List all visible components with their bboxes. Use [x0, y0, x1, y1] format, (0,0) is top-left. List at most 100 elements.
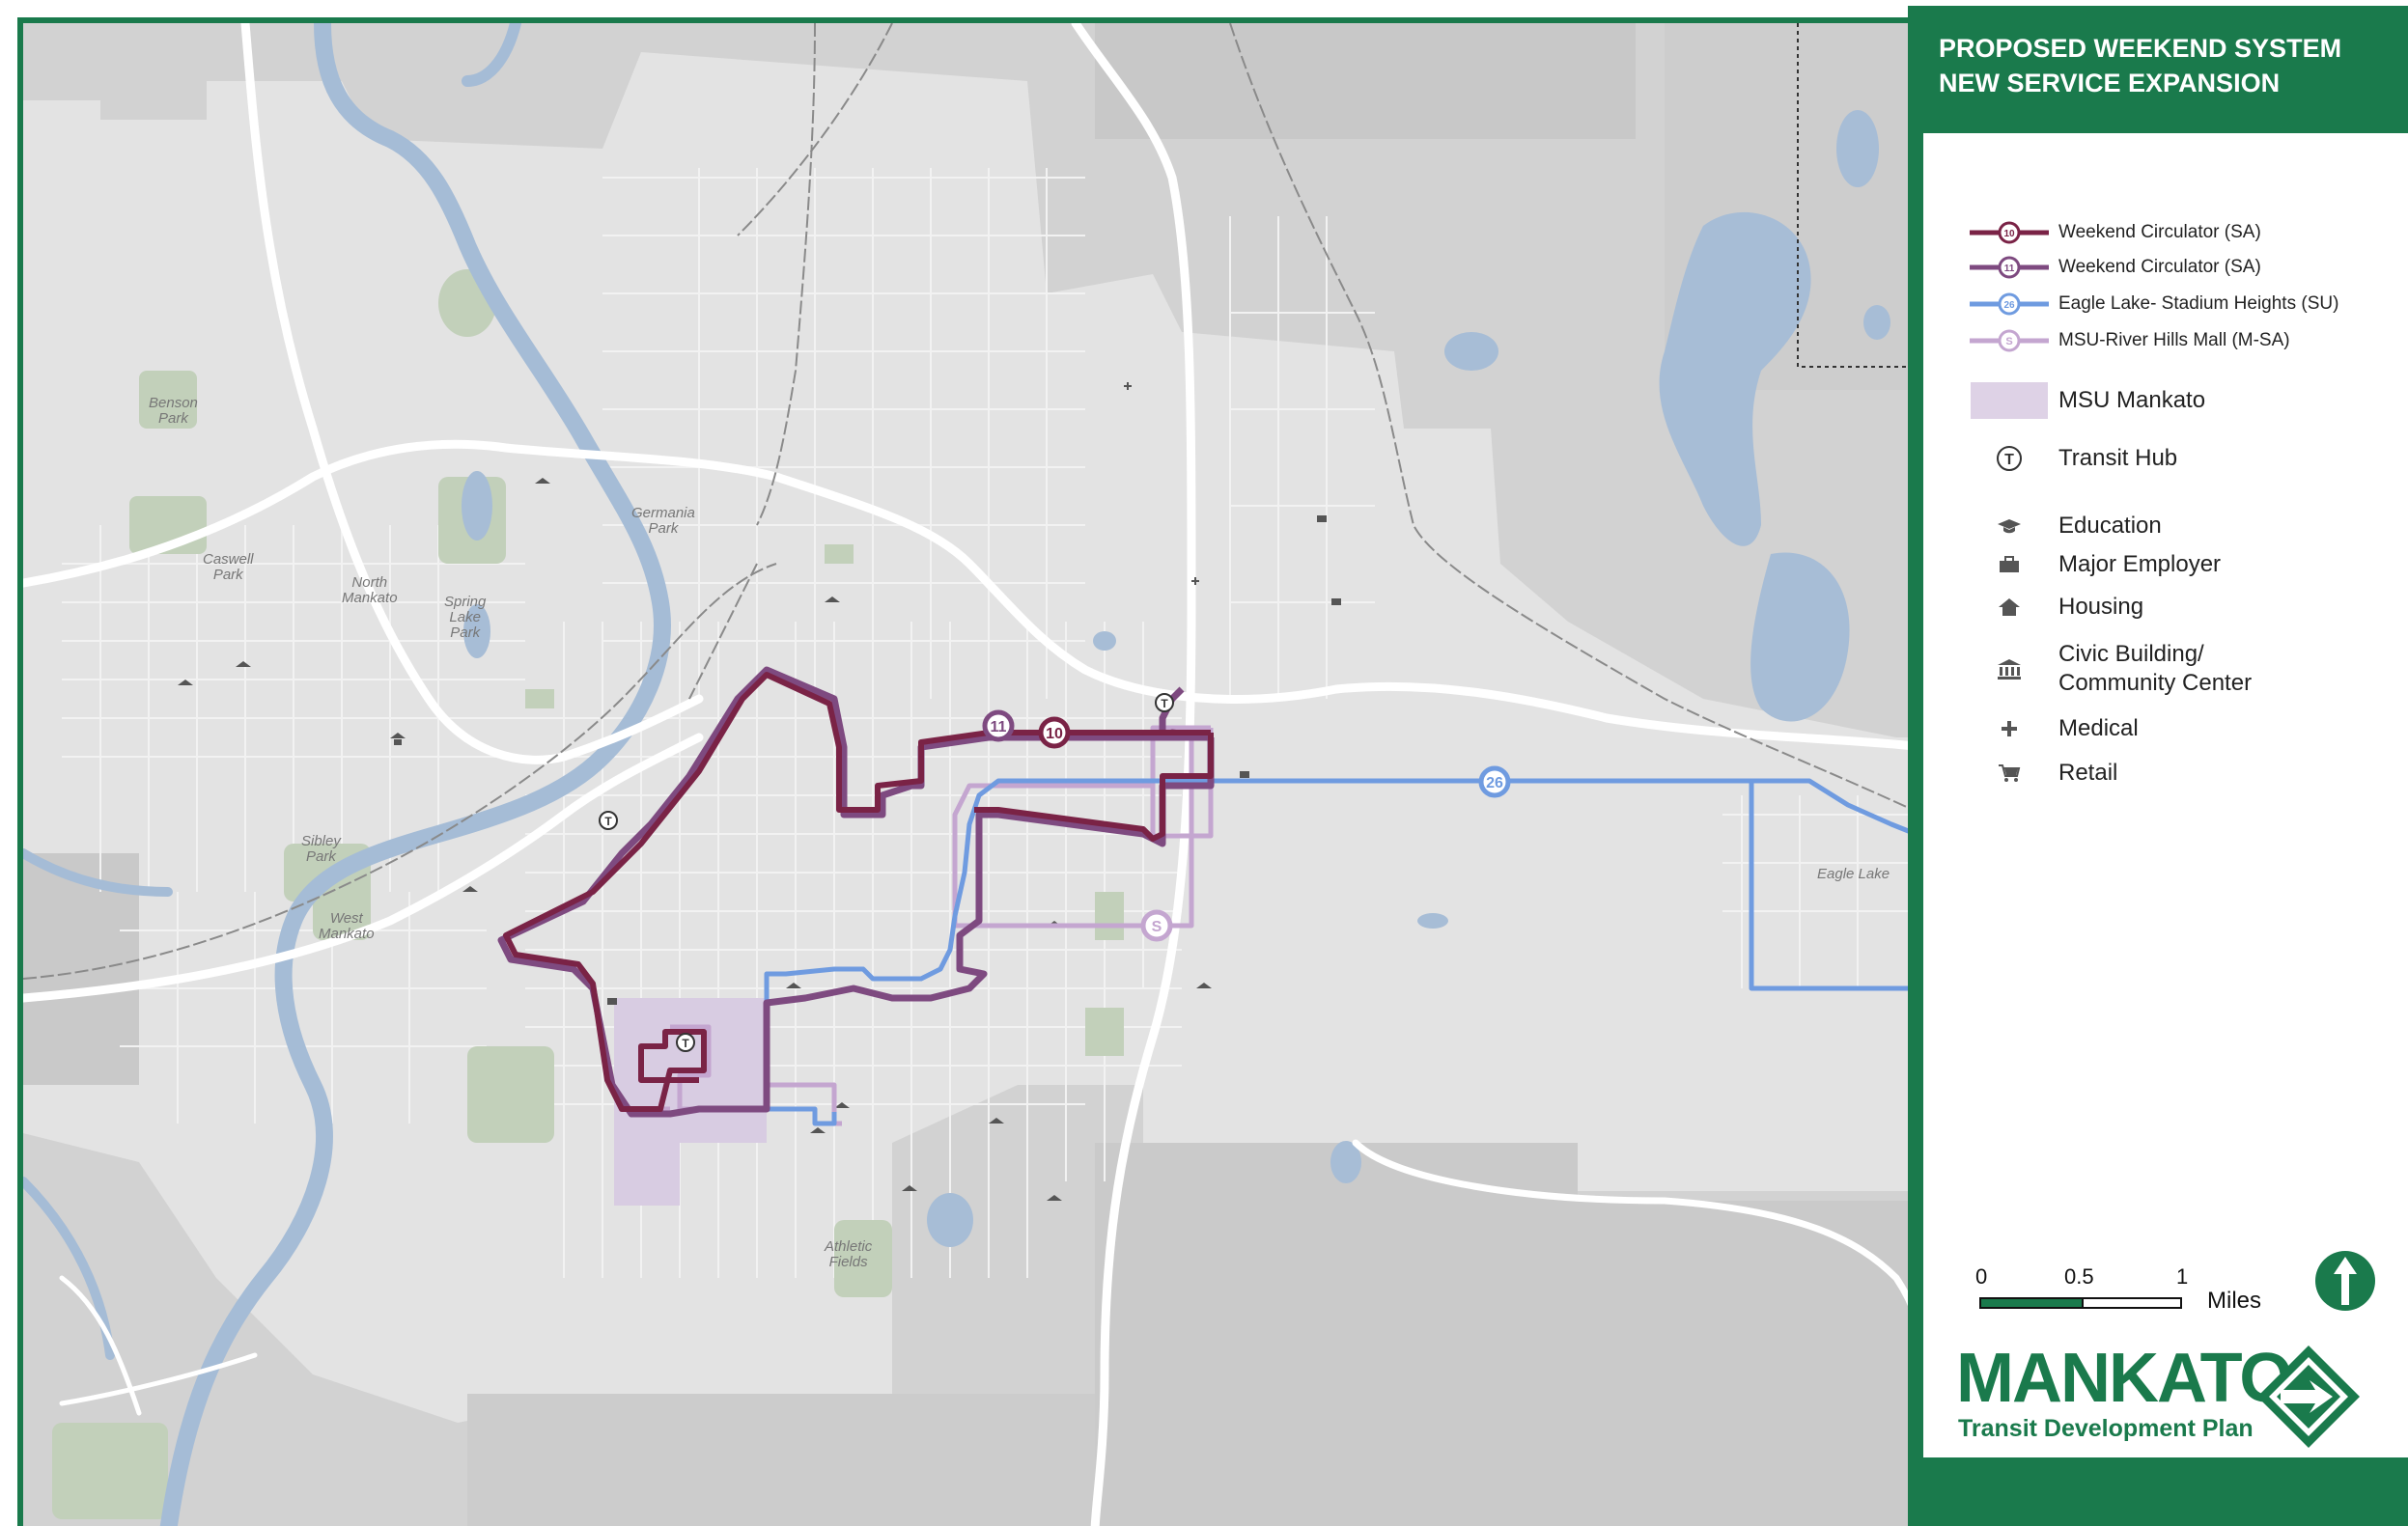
label-athletic-fields: Athletic Fields	[825, 1239, 872, 1270]
label-line: Spring	[444, 594, 487, 610]
transit-hub-text: T	[682, 1037, 689, 1050]
scale-tick-half: 0.5	[2064, 1264, 2094, 1289]
legend-route-26-label: Eagle Lake- Stadium Heights (SU)	[2058, 293, 2339, 314]
map-title: PROPOSED WEEKEND SYSTEM NEW SERVICE EXPA…	[1908, 6, 2408, 133]
transit-hub-icon[interactable]: T	[599, 811, 618, 830]
legend-route-s-label: MSU-River Hills Mall (M-SA)	[2058, 330, 2290, 350]
civic-label-line-2: Community Center	[2058, 670, 2253, 696]
route-11-badge-text: 11	[991, 719, 1007, 735]
highways	[23, 23, 1918, 1526]
route-s-legend-icon: S	[1966, 326, 2053, 355]
route-26-legend-badge: 26	[2003, 300, 2015, 311]
logo-arrow-icon	[2257, 1346, 2360, 1448]
land-block	[1568, 1201, 1918, 1526]
transit-hub-text: T	[1161, 697, 1168, 710]
railroads	[23, 23, 1918, 980]
legend-route-s: S MSU-River Hills Mall (M-SA)	[1966, 326, 2290, 355]
north-arrow-icon	[2313, 1249, 2377, 1313]
panel-border	[1908, 6, 1923, 1526]
mankato-logo: MANKATO Transit Development Plan	[1956, 1342, 2381, 1448]
legend-route-26: 26 Eagle Lake- Stadium Heights (SU)	[1966, 290, 2338, 319]
route-s-badge-text: S	[1152, 919, 1162, 935]
legend-transit-hub-label: Transit Hub	[2058, 445, 2178, 471]
legend-route-11: 11 Weekend Circulator (SA)	[1966, 253, 2261, 282]
transit-hub-legend-badge: T	[2004, 452, 2014, 468]
education-icon	[1966, 512, 2053, 541]
scale-segment-filled	[1979, 1297, 2084, 1309]
scale-tick-0: 0	[1975, 1264, 1988, 1289]
label-line: Germania	[631, 505, 695, 521]
label-line: Park	[648, 520, 679, 537]
label-spring-lake-park: Spring Lake Park	[444, 595, 486, 641]
label-line: Fields	[828, 1254, 868, 1270]
route-11-badge[interactable]: 11	[982, 709, 1015, 742]
label-line: Park	[306, 848, 336, 865]
legend-housing: Housing	[1966, 593, 2143, 622]
land-block	[1095, 23, 1636, 139]
legend-route-10-label: Weekend Circulator (SA)	[2058, 222, 2261, 242]
label-north-mankato: North Mankato	[342, 575, 398, 606]
route-26-badge[interactable]: 26	[1478, 765, 1511, 798]
label-line: Park	[212, 567, 243, 583]
street-grid	[62, 168, 1916, 1278]
label-benson-park: Benson Park	[149, 396, 198, 427]
label-caswell-park: Caswell Park	[203, 552, 254, 583]
legend-medical: Medical	[1966, 714, 2139, 743]
label-line: North	[351, 574, 388, 591]
scale-tick-1: 1	[2176, 1264, 2189, 1289]
transit-hub-icon[interactable]: T	[1155, 693, 1174, 712]
legend-education-label: Education	[2058, 513, 2162, 539]
retail-icon	[1966, 759, 2053, 788]
route-10-legend-badge: 10	[2003, 229, 2015, 239]
legend-transit-hub: T Transit Hub	[1966, 444, 2177, 473]
legend-retail-label: Retail	[2058, 760, 2118, 786]
scale-segment-empty	[2082, 1297, 2182, 1309]
panel-footer-band	[1908, 1457, 2408, 1526]
route-s-badge[interactable]: S	[1140, 909, 1173, 942]
label-line: Eagle Lake	[1817, 866, 1890, 882]
label-line: Park	[450, 624, 481, 641]
label-line: Caswell	[203, 551, 254, 568]
route-s-legend-badge: S	[2005, 336, 2012, 347]
label-eagle-lake: Eagle Lake	[1817, 867, 1890, 882]
msu-area-swatch	[1966, 382, 2053, 419]
label-line: Park	[158, 410, 188, 427]
legend-medical-label: Medical	[2058, 715, 2139, 741]
civic-label-line-1: Civic Building/	[2058, 641, 2204, 667]
label-line: Lake	[449, 609, 481, 625]
label-line: West	[329, 910, 363, 927]
land-block	[1095, 1143, 1578, 1526]
route-10-badge-text: 10	[1046, 726, 1063, 742]
label-sibley-park: Sibley Park	[301, 834, 341, 865]
label-line: Sibley	[301, 833, 341, 849]
legend-msu-mankato: MSU Mankato	[1966, 382, 2205, 419]
legend-education: Education	[1966, 512, 2162, 541]
label-line: Mankato	[342, 590, 398, 606]
legend-civic-building: Civic Building/ Community Center	[1966, 639, 2252, 699]
legend-housing-label: Housing	[2058, 594, 2144, 620]
route-10-path	[503, 672, 1214, 1112]
label-line: Mankato	[319, 926, 375, 942]
label-line: Benson	[149, 395, 198, 411]
label-line: Athletic	[825, 1238, 873, 1255]
label-west-mankato: West Mankato	[319, 911, 375, 942]
map-canvas[interactable]: 10 11 26 S T T T	[23, 23, 1918, 1526]
route-10-badge[interactable]: 10	[1038, 716, 1071, 749]
route-11-legend-icon: 11	[1966, 253, 2053, 282]
legend-retail: Retail	[1966, 759, 2117, 788]
land-block	[467, 1394, 1095, 1526]
major-employer-icon	[1966, 550, 2053, 579]
legend-major-employer-label: Major Employer	[2058, 551, 2222, 577]
legend-route-10: 10 Weekend Circulator (SA)	[1966, 218, 2261, 247]
label-germania-park: Germania Park	[631, 506, 695, 537]
map-view[interactable]: 10 11 26 S T T T Benson Park	[17, 17, 1918, 1526]
msu-mankato-area	[614, 998, 767, 1206]
logo-wordmark: MANKATO	[1956, 1340, 2293, 1417]
housing-icon	[1966, 593, 2053, 622]
transit-hub-icon[interactable]: T	[676, 1033, 695, 1052]
legend-route-11-label: Weekend Circulator (SA)	[2058, 257, 2261, 277]
title-line-2: NEW SERVICE EXPANSION	[1939, 69, 2281, 97]
legend-civic-building-label: Civic Building/ Community Center	[2058, 640, 2252, 698]
route-11-legend-badge: 11	[2004, 264, 2015, 274]
medical-icon	[1966, 714, 2053, 743]
